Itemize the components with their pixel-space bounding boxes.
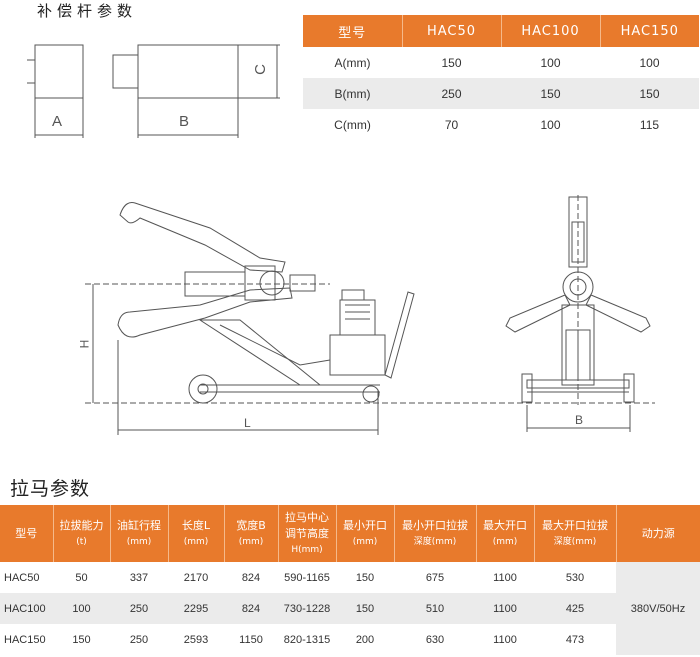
table-cell: 675	[425, 571, 445, 584]
puller-title: 拉马参数	[10, 478, 91, 500]
table-cell: 473	[565, 633, 585, 646]
header-unit: (mm)	[126, 536, 152, 547]
table-cell: 510	[394, 593, 476, 624]
header-label: 长度L	[181, 518, 211, 532]
puller-side-view-drawing	[85, 195, 655, 435]
table-cell: 150	[501, 78, 600, 109]
table-cell: 2295	[168, 593, 224, 624]
table-cell: B(mm)	[303, 78, 402, 109]
col-header: HAC50	[402, 15, 502, 47]
table-cell: 630	[425, 633, 445, 646]
table-row: A(mm) 150 100 100	[303, 47, 699, 78]
table-cell: 150	[600, 78, 699, 109]
table-cell: A(mm)	[334, 55, 371, 70]
puller-header-row: 型号 拉拔能力 (t) 油缸行程 (mm) 长度L (mm) 宽度B (mm) 拉马中心…	[0, 505, 700, 562]
table-cell: 2170	[183, 571, 209, 584]
label-l: L	[244, 416, 251, 430]
compensation-rod-drawing	[27, 44, 280, 138]
col-header: 宽度B (mm)	[224, 505, 279, 562]
col-header: 长度L (mm)	[168, 505, 225, 562]
table-cell: 100	[540, 117, 561, 132]
table-cell: 1150	[239, 633, 263, 646]
header-label: 油缸行程	[117, 518, 161, 532]
table-cell: 250	[110, 593, 168, 624]
table-row: HAC50 50 337 2170 824 590-1165 150 675 1…	[0, 562, 700, 655]
table-cell: 2593	[183, 633, 209, 646]
col-header: 型号	[303, 15, 403, 47]
header-label: 调节高度	[285, 526, 329, 540]
header-label: 宽度B	[236, 518, 266, 532]
col-header: 最小开口 (mm)	[336, 505, 395, 562]
table-cell: 590-1165	[284, 571, 330, 584]
table-cell: 530	[565, 571, 585, 584]
header-unit: (mm)	[238, 536, 264, 547]
header-label: 拉马中心	[285, 510, 329, 524]
table-cell: 1100	[493, 571, 517, 584]
power-source-cell: 380V/50Hz	[616, 562, 700, 655]
table-cell: 150	[336, 593, 394, 624]
table-cell: HAC100	[0, 593, 53, 624]
col-header: 拉马中心调节高度 H(mm)	[278, 505, 337, 562]
table-cell: 100	[639, 55, 660, 70]
table-cell: 824	[241, 571, 261, 584]
puller-table: 型号 拉拔能力 (t) 油缸行程 (mm) 长度L (mm) 宽度B (mm) 拉马中心…	[0, 505, 700, 655]
table-cell: 100	[540, 55, 561, 70]
header-label: 最大开口	[483, 518, 527, 532]
table-cell: 70	[444, 117, 459, 132]
table-cell: 150	[441, 55, 462, 70]
table-cell: 337	[129, 571, 149, 584]
table-cell: 100	[53, 593, 110, 624]
col-header: 最大开口 (mm)	[476, 505, 535, 562]
compensation-header-row: 型号 HAC50 HAC100 HAC150	[303, 15, 699, 47]
col-header: 型号	[0, 505, 54, 562]
table-cell: 820-1315	[283, 633, 331, 646]
table-cell: 250	[129, 633, 149, 646]
header-label: 最小开口拉拔	[402, 518, 468, 532]
table-row: HAC100 100 250 2295 824 730-1228 150 510…	[0, 593, 700, 624]
table-cell: 200	[355, 633, 375, 646]
table-cell: 730-1228	[278, 593, 336, 624]
table-cell: 250	[402, 78, 501, 109]
header-unit: 深度(mm)	[413, 536, 457, 547]
col-header: HAC100	[501, 15, 601, 47]
header-unit: (mm)	[492, 536, 518, 547]
compensation-table: 型号 HAC50 HAC100 HAC150 A(mm) 150 100 100…	[303, 15, 699, 140]
header-unit: H(mm)	[291, 544, 323, 555]
label-h: H	[77, 339, 92, 349]
table-cell: 150	[355, 571, 375, 584]
col-header: 油缸行程 (mm)	[110, 505, 169, 562]
table-cell: C(mm)	[334, 117, 371, 132]
table-row: B(mm) 250 150 150	[303, 78, 699, 109]
header-unit: (mm)	[352, 536, 378, 547]
table-cell: 425	[534, 593, 616, 624]
header-label: 最大开口拉拔	[542, 518, 608, 532]
label-b: B	[179, 113, 190, 130]
col-header: 最大开口拉拔深度(mm)	[534, 505, 617, 562]
table-row: HAC150 150 250 2593 1150 820-1315 200 63…	[0, 624, 700, 655]
col-header: HAC150	[600, 15, 699, 47]
header-unit: (t)	[76, 536, 87, 547]
table-cell: 1100	[476, 593, 534, 624]
col-header: 动力源	[616, 505, 700, 562]
col-header: 最小开口拉拔深度(mm)	[394, 505, 477, 562]
col-header: 拉拔能力 (t)	[53, 505, 111, 562]
table-cell: HAC150	[4, 633, 46, 646]
header-label: 动力源	[641, 526, 675, 540]
table-cell: 115	[639, 117, 660, 132]
label-a: A	[52, 113, 63, 130]
table-cell: 150	[72, 633, 91, 646]
table-cell: 1100	[493, 633, 517, 646]
label-b-front: B	[575, 413, 584, 427]
table-cell: 824	[224, 593, 278, 624]
header-unit: 深度(mm)	[553, 536, 597, 547]
header-label: 最小开口	[343, 518, 387, 532]
header-label: 拉拔能力	[59, 518, 104, 532]
table-cell: 50	[75, 571, 88, 584]
table-row: C(mm) 70 100 115	[303, 109, 699, 140]
table-cell: HAC50	[4, 571, 40, 584]
header-label: 型号	[15, 526, 38, 540]
header-unit: (mm)	[183, 536, 209, 547]
compensation-title: 补偿杆参数	[37, 2, 138, 20]
